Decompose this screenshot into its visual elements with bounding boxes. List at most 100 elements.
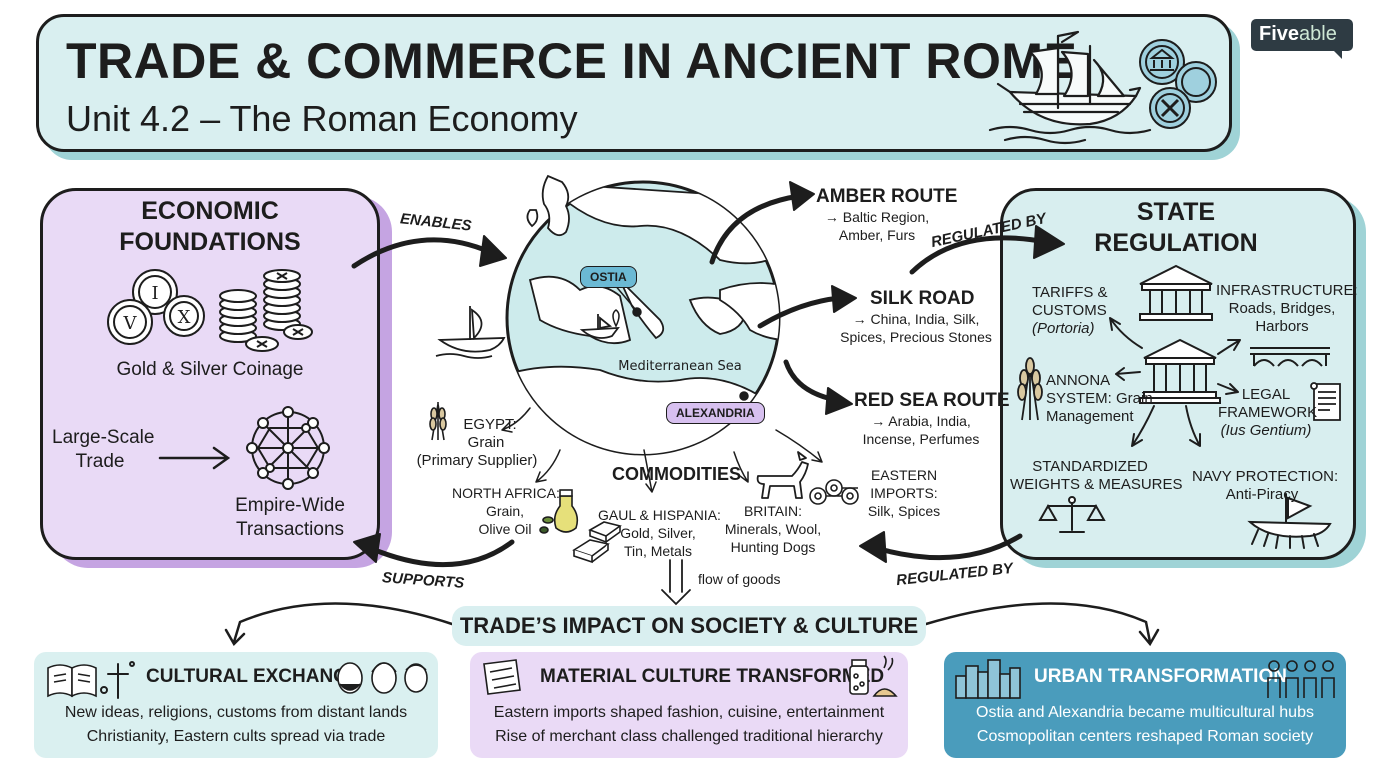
tariffs-line3: (Portoria) [1032,320,1095,337]
ostia-label: OSTIA [580,266,637,288]
economic-foundations-title: ECONOMIC FOUNDATIONS [40,196,380,258]
economic-foundations-title-line1: ECONOMIC [141,197,279,225]
legal-line3: (Ius Gentium) [1220,422,1312,439]
amber-route-arrow [709,193,803,265]
silk-road-block: SILK ROAD → China, India, Silk, Spices, … [838,288,994,346]
eastern-line1: EASTERN [870,467,938,483]
legal-line1: LEGAL [1241,386,1291,403]
commodity-arrows [501,407,823,493]
material-culture-line1: Eastern imports shaped fashion, cuisine,… [493,704,885,721]
large-scale-trade-label: Large-Scale Trade [52,426,155,474]
roman-coins-icon [1139,39,1217,129]
scales-icon [1038,496,1106,533]
weights-line2: WEIGHTS & MEASURES [1010,476,1183,493]
regulated-by-bottom-arrow [873,533,1023,561]
economic-foundations-title-line2: FOUNDATIONS [119,228,301,256]
gold-silver-coinage-label: Gold & Silver Coinage [116,359,304,380]
annona-line2: SYSTEM: Grain [1046,390,1153,407]
gaul-line2: Gold, Silver, [620,525,696,541]
map-pin-icon [612,309,620,328]
logo-tail [1332,49,1342,59]
coin-stacks-icon [219,269,313,352]
fiveable-logo[interactable]: Fiveable [1251,19,1353,51]
page-subtitle: Unit 4.2 – The Roman Economy [66,98,578,139]
map-markers [613,283,749,401]
north-africa-line1: NORTH AFRICA: [452,485,560,501]
hub-arrows [1109,317,1241,447]
people-icon [1267,660,1335,698]
logo-text-main: Five [1259,23,1300,45]
egypt-line1: EGYPT: [463,416,517,433]
flow-of-goods-arrow [661,559,691,606]
temple-icon-center [1139,338,1221,404]
impact-branch-arrows [224,602,1160,647]
material-culture-card: MATERIAL CULTURE TRANSFORMED Eastern imp… [470,652,908,758]
impact-title: TRADE’S IMPACT ON SOCIETY & CULTURE [452,606,926,646]
egypt-label: EGYPT: Grain (Primary Supplier) [412,416,542,470]
state-regulation-title-line1: STATE [1136,198,1216,226]
britain-outline [526,174,570,237]
urban-transformation-line2: Cosmopolitan centers reshaped Roman soci… [976,728,1314,745]
textile-icon [483,659,521,695]
red-sea-route-line2: Incense, Perfumes [862,431,980,447]
large-scale-line2: Trade [75,451,125,472]
scroll-icon [1310,382,1341,421]
urban-transformation-line1: Ostia and Alexandria became multicultura… [976,704,1314,721]
galley-ship-icon [1247,493,1332,549]
legal-line2: FRAMEWORK [1218,404,1318,421]
right-arrow-icon [158,446,231,470]
mediterranean-sea-label: Mediterranean Sea [618,359,741,374]
alexandria-label: ALEXANDRIA [666,402,765,424]
large-scale-line1: Large-Scale [52,427,155,448]
tariffs-line2: CUSTOMS [1032,302,1107,319]
legal-framework-label: LEGAL FRAMEWORK (Ius Gentium) [1218,386,1318,440]
silk-road-line1: → China, India, Silk, [852,311,980,327]
temple-icon-top [1139,264,1213,321]
navy-protection-label: NAVY PROTECTION: Anti-Piracy [1192,468,1339,504]
tariffs-customs-label: TARIFFS & CUSTOMS (Portoria) [1032,284,1108,338]
tariffs-line1: TARIFFS & [1032,284,1108,301]
empire-line1: Empire-Wide [235,495,345,516]
economic-foundations-panel [40,188,380,560]
weights-line1: STANDARDIZED [1032,458,1148,475]
dog-icon [756,451,809,499]
standardized-weights-label: STANDARDIZED WEIGHTS & MEASURES [1010,458,1183,494]
commodities-title: COMMODITIES [612,464,741,484]
city-skyline-icon [955,659,1021,699]
empire-wide-transactions-label: Empire-Wide Transactions [220,494,360,542]
eastern-line2: IMPORTS: [870,485,938,501]
navy-line2: Anti-Piracy [1225,486,1299,503]
urban-transformation-title: URBAN TRANSFORMATION [1034,666,1287,687]
gaul-line3: Tin, Metals [624,543,692,559]
coin-label-2: V [123,313,138,334]
enables-arrow [351,237,493,269]
silk-road-title: SILK ROAD [870,288,975,309]
flow-of-goods-label: flow of goods [698,571,781,587]
faces-icon [337,662,428,694]
infrastructure-line1: INFRASTRUCTURE: [1216,282,1358,299]
navy-line1: NAVY PROTECTION: [1192,468,1339,485]
cultural-exchange-card: CULTURAL EXCHANGE New ideas, religions, … [34,652,438,758]
regulated-by-top-arrow [909,235,1049,275]
state-regulation-panel [1000,188,1356,560]
coins-icon: I V X [107,269,205,345]
state-regulation-title-line2: REGULATION [1094,229,1258,257]
cultural-exchange-line2: Christianity, Eastern cults spread via t… [86,728,386,745]
amber-route-line1: → Baltic Region, [824,209,930,225]
egypt-line2: Grain [467,434,505,451]
amber-route-block: AMBER ROUTE → Baltic Region, Amber, Furs [816,186,957,244]
infrastructure-line3: Harbors [1255,318,1309,335]
state-regulation-title: STATE REGULATION [1076,197,1276,259]
north-africa-label: NORTH AFRICA: Grain, Olive Oil [452,484,560,538]
red-sea-route-block: RED SEA ROUTE → Arabia, India, Incense, … [854,390,1010,448]
gaul-line1: GAUL & HISPANIA: [598,507,721,523]
material-culture-title: MATERIAL CULTURE TRANSFORMED [540,666,885,687]
gold-bars-icon [572,521,622,564]
amber-route-line2: Amber, Furs [838,227,916,243]
north-africa-line2: Grain, [485,503,525,519]
